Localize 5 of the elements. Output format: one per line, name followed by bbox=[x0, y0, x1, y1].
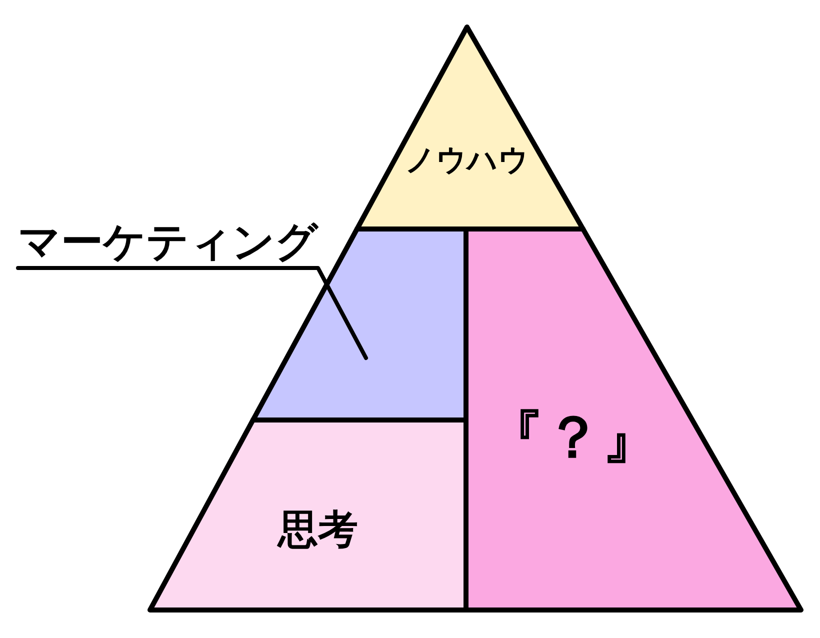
section-label: ノウハウ bbox=[405, 146, 529, 176]
section-label: 『？』 bbox=[486, 408, 660, 466]
callout-label: マーケティング bbox=[18, 221, 318, 263]
section-label: 思考 bbox=[278, 510, 358, 550]
leader-line bbox=[16, 266, 368, 360]
